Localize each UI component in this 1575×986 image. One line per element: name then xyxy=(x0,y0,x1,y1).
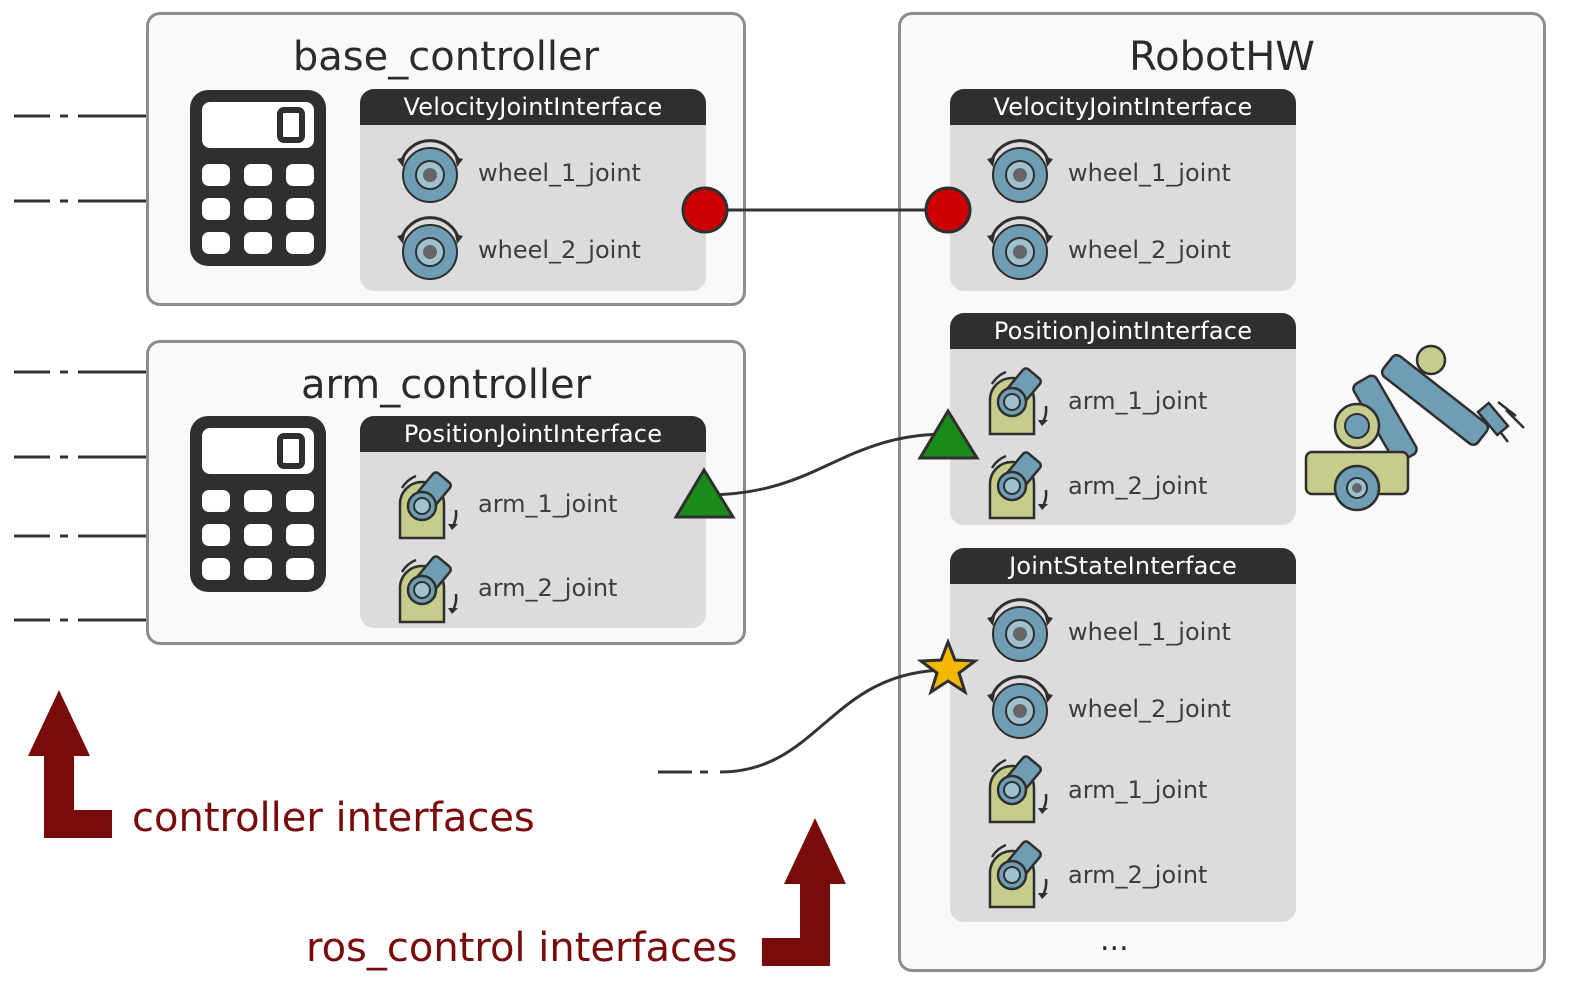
controller-interfaces-label: controller interfaces xyxy=(132,795,535,841)
joint-label: wheel_2_joint xyxy=(478,236,641,264)
interface-header: PositionJointInterface xyxy=(950,313,1296,349)
robot-arm-icon xyxy=(1304,344,1525,512)
joint-label: arm_2_joint xyxy=(478,574,618,602)
wheel-joint-icon xyxy=(987,139,1053,203)
ros-control-interfaces-label: ros_control interfaces xyxy=(306,925,738,971)
position-connector-triangle xyxy=(673,467,736,519)
joint-label: arm_2_joint xyxy=(1068,472,1208,500)
joint-label: arm_1_joint xyxy=(478,490,618,518)
interface-header: JointStateInterface xyxy=(950,548,1296,584)
joint-label: arm_1_joint xyxy=(1068,387,1208,415)
velocity-connector-dot xyxy=(924,186,972,234)
joint-state-connector-star xyxy=(916,637,980,696)
joint-label: wheel_2_joint xyxy=(1068,695,1231,723)
joint-state-connection-line xyxy=(719,668,949,774)
arm-joint-icon xyxy=(398,555,458,624)
joint-label: wheel_1_joint xyxy=(478,159,641,187)
calculator-icon xyxy=(190,416,326,592)
arm-controller-input-lines xyxy=(14,370,148,622)
interface-header: VelocityJointInterface xyxy=(360,89,706,125)
wheel-joint-icon xyxy=(987,598,1053,662)
arm-joint-icon xyxy=(398,471,458,540)
arm-joint-icon xyxy=(988,755,1048,824)
interface-header: PositionJointInterface xyxy=(360,416,706,452)
joint-label: arm_2_joint xyxy=(1068,861,1208,889)
wheel-joint-icon xyxy=(987,216,1053,280)
joint-label: wheel_1_joint xyxy=(1068,159,1231,187)
more-interfaces-ellipsis: ... xyxy=(1100,923,1129,958)
joint-label: wheel_1_joint xyxy=(1068,618,1231,646)
position-connector-triangle xyxy=(917,408,980,460)
arm-joint-icon xyxy=(988,451,1048,520)
arm-joint-icon xyxy=(988,840,1048,909)
controller-interfaces-arrow xyxy=(28,690,112,838)
base-controller-input-lines xyxy=(14,114,148,203)
wheel-joint-icon xyxy=(397,139,463,203)
wheel-joint-icon xyxy=(397,216,463,280)
joint-label: wheel_2_joint xyxy=(1068,236,1231,264)
joint-label: arm_1_joint xyxy=(1068,776,1208,804)
position-connection-line xyxy=(704,432,949,497)
calculator-icon xyxy=(190,90,326,266)
arm-controller-title: arm_controller xyxy=(300,362,592,408)
base-controller-title: base_controller xyxy=(292,34,600,80)
velocity-connector-dot xyxy=(681,186,729,234)
arm-joint-icon xyxy=(988,367,1048,436)
robothw-title: RobotHW xyxy=(1129,34,1315,80)
ros-control-interfaces-arrow xyxy=(762,818,846,966)
wheel-joint-icon xyxy=(987,675,1053,739)
interface-header: VelocityJointInterface xyxy=(950,89,1296,125)
